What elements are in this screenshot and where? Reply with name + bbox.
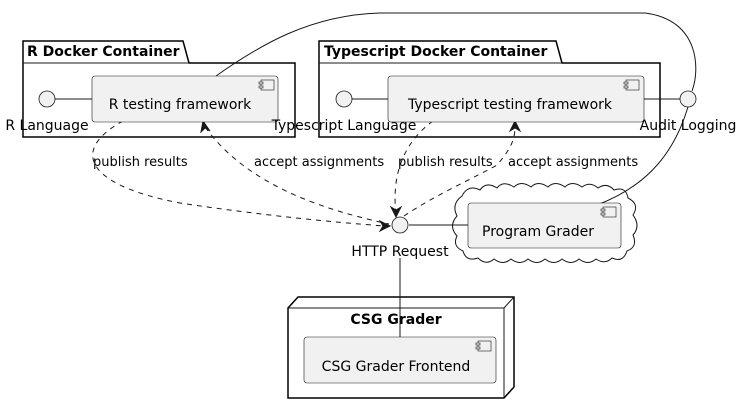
interface-http-request: HTTP Request	[351, 216, 449, 260]
arrowhead-ts-accept	[508, 119, 522, 133]
component-ts-testing-framework: Typescript testing framework	[387, 75, 645, 123]
csg-grader-node-title: CSG Grader	[350, 312, 441, 328]
ts-package-title: Typescript Docker Container	[324, 44, 547, 60]
component-program-grader: Program Grader	[467, 202, 622, 249]
dashed-connectors	[92, 120, 516, 227]
edge-label-ts-publish: publish results	[398, 155, 493, 170]
interface-r-language: R Language	[5, 90, 89, 134]
solid-connectors	[55, 12, 697, 337]
component-label: Typescript testing framework	[407, 97, 613, 113]
component-label: CSG Grader Frontend	[322, 359, 471, 375]
component-icon	[600, 206, 617, 218]
arrowhead-r-publish	[378, 219, 392, 233]
component-icon	[475, 340, 492, 352]
component-csg-grader-frontend: CSG Grader Frontend	[303, 336, 497, 384]
component-icon	[623, 79, 640, 91]
component-label: R testing framework	[109, 97, 252, 113]
edge-label-r-accept: accept assignments	[254, 155, 384, 170]
interface-label: R Language	[5, 118, 88, 134]
arrowhead-ts-publish	[389, 205, 403, 219]
component-icon	[258, 79, 275, 91]
edge-label-r-publish: publish results	[93, 155, 188, 170]
interface-label: HTTP Request	[351, 244, 449, 260]
interface-audit-logging: Audit Logging	[640, 90, 737, 134]
interface-label: Audit Logging	[640, 118, 737, 134]
edge-label-ts-accept: accept assignments	[508, 155, 638, 170]
arrowhead-r-accept	[200, 119, 211, 134]
interface-ts-language: Typescript Language	[271, 90, 417, 134]
component-label: Program Grader	[482, 224, 594, 240]
interface-label: Typescript Language	[271, 118, 417, 134]
component-r-testing-framework: R testing framework	[91, 75, 279, 123]
r-package-title: R Docker Container	[27, 44, 180, 60]
